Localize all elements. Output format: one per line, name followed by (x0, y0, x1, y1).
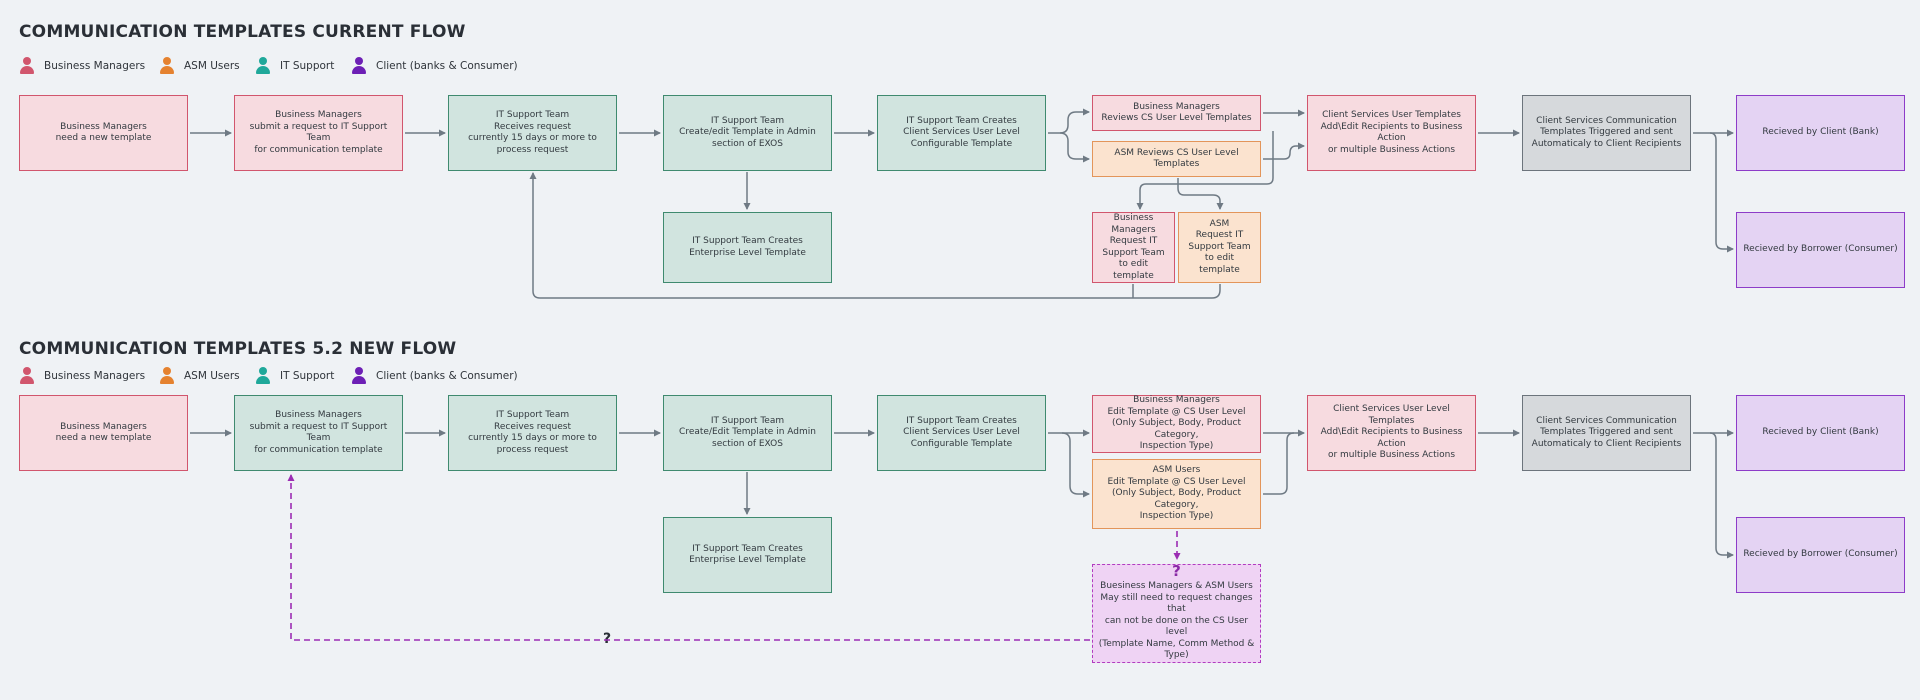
legend-item-business-managers: Business Managers (19, 55, 145, 77)
node-it-create-edit[interactable]: IT Support Team Create/Edit Template in … (663, 395, 832, 471)
node-asm-edit[interactable]: ASM Users Edit Template @ CS User Level … (1092, 459, 1261, 529)
connector (1263, 432, 1295, 495)
connector (1059, 132, 1090, 163)
it-support-person-icon (255, 367, 271, 385)
node-question-box[interactable]: ? Buesiness Managers & ASM Users May sti… (1092, 561, 1261, 663)
business-manager-person-icon (19, 57, 35, 75)
node-it-enterprise[interactable]: IT Support Team Creates Enterprise Level… (663, 212, 832, 283)
node-cs-communication[interactable]: Client Services Communication Templates … (1522, 95, 1691, 171)
loop-question-mark: ? (603, 631, 612, 647)
new-flow-title: COMMUNICATION TEMPLATES 5.2 NEW FLOW (19, 339, 457, 359)
node-need-template[interactable]: Business Managers need a new template (19, 95, 188, 171)
node-bm-request[interactable]: Business Managers Request IT Support Tea… (1092, 212, 1175, 283)
legend-label: Client (banks & Consumer) (376, 370, 518, 382)
node-submit-request[interactable]: Business Managers submit a request to IT… (234, 95, 403, 171)
connector (1136, 131, 1274, 210)
legend-item-it-support: IT Support (255, 365, 334, 387)
legend-item-business-managers: Business Managers (19, 365, 145, 387)
node-received-borrower[interactable]: Recieved by Borrower (Consumer) (1736, 212, 1905, 288)
node-it-receives[interactable]: IT Support Team Receives request current… (448, 95, 617, 171)
client-person-icon (351, 57, 367, 75)
node-it-enterprise[interactable]: IT Support Team Creates Enterprise Level… (663, 517, 832, 593)
legend-label: Business Managers (44, 60, 146, 72)
node-it-cs-level[interactable]: IT Support Team Creates Client Services … (877, 395, 1046, 471)
connector (1709, 432, 1734, 559)
dashed-connector (287, 474, 1090, 641)
it-support-person-icon (255, 57, 271, 75)
node-it-cs-level[interactable]: IT Support Team Creates Client Services … (877, 95, 1046, 171)
node-bm-edit[interactable]: Business Managers Edit Template @ CS Use… (1092, 395, 1261, 453)
node-cs-templates[interactable]: Client Services User Level Templates Add… (1307, 395, 1476, 471)
business-manager-person-icon (19, 367, 35, 385)
node-it-create-edit[interactable]: IT Support Team Create/edit Template in … (663, 95, 832, 171)
legend-label: IT Support (280, 370, 335, 382)
node-received-client[interactable]: Recieved by Client (Bank) (1736, 95, 1905, 171)
asm-user-person-icon (159, 367, 175, 385)
connector (1709, 132, 1734, 253)
node-received-borrower[interactable]: Recieved by Borrower (Consumer) (1736, 517, 1905, 593)
node-bm-reviews[interactable]: Business Managers Reviews CS User Level … (1092, 95, 1261, 131)
node-need-template[interactable]: Business Managers need a new template (19, 395, 188, 471)
legend-item-asm-users: ASM Users (159, 55, 240, 77)
connector (1177, 178, 1224, 210)
node-cs-communication[interactable]: Client Services Communication Templates … (1522, 395, 1691, 471)
connector (529, 172, 1221, 299)
node-asm-reviews[interactable]: ASM Reviews CS User Level Templates (1092, 141, 1261, 177)
legend-item-client: Client (banks & Consumer) (351, 55, 518, 77)
node-it-receives[interactable]: IT Support Team Receives request current… (448, 395, 617, 471)
node-submit-request[interactable]: Business Managers submit a request to IT… (234, 395, 403, 471)
connector (1061, 432, 1090, 498)
legend-label: ASM Users (184, 370, 240, 382)
question-mark: ? (1172, 561, 1181, 580)
legend-item-it-support: IT Support (255, 55, 334, 77)
asm-user-person-icon (159, 57, 175, 75)
connector (1048, 108, 1090, 134)
node-asm-request[interactable]: ASM Request IT Support Team to edit temp… (1178, 212, 1261, 283)
legend-item-asm-users: ASM Users (159, 365, 240, 387)
node-received-client[interactable]: Recieved by Client (Bank) (1736, 395, 1905, 471)
legend-label: IT Support (280, 60, 335, 72)
legend-label: ASM Users (184, 60, 240, 72)
legend-label: Business Managers (44, 370, 146, 382)
legend-label: Client (banks & Consumer) (376, 60, 518, 72)
legend-item-client: Client (banks & Consumer) (351, 365, 518, 387)
node-cs-templates[interactable]: Client Services User Templates Add\Edit … (1307, 95, 1476, 171)
client-person-icon (351, 367, 367, 385)
current-flow-title: COMMUNICATION TEMPLATES CURRENT FLOW (19, 22, 466, 42)
connector (1263, 142, 1305, 160)
